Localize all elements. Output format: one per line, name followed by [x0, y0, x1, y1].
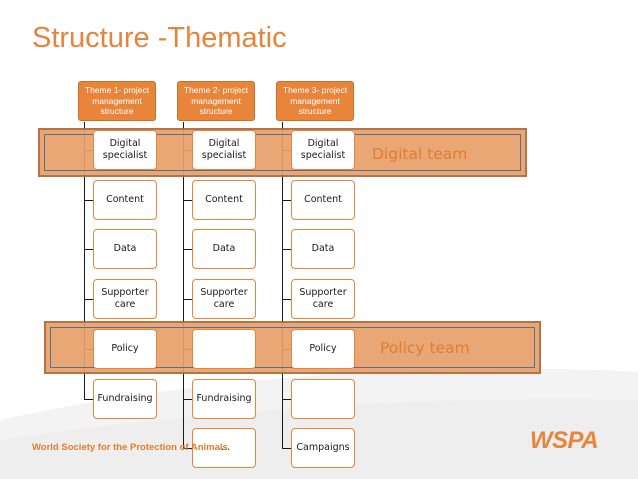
connector-line [282, 399, 291, 400]
theme-1-header: Theme 1- project management structure [78, 81, 156, 121]
theme-3-supporter-care-box: Supporter care [291, 279, 355, 319]
theme-3-data-box: Data [291, 229, 355, 269]
connector-line [183, 122, 184, 449]
connector-line [84, 299, 93, 300]
slide-title: Structure -Thematic [32, 22, 287, 54]
theme-2-digital-specialist-box: Digital specialist [192, 130, 256, 170]
policy-team-label: Policy team [380, 339, 470, 357]
theme-2-fundraising-box: Fundraising [192, 379, 256, 419]
connector-line [183, 200, 192, 201]
connector-line [84, 122, 85, 400]
theme-3-content-box: Content [291, 180, 355, 220]
theme-1-data-box: Data [93, 229, 157, 269]
theme-1-policy-box: Policy [93, 329, 157, 369]
theme-3-campaigns-box: Campaigns [291, 428, 355, 468]
connector-line [282, 122, 283, 449]
connector-line [282, 299, 291, 300]
theme-2-data-box: Data [192, 229, 256, 269]
theme-2-more-box: .... [192, 428, 256, 468]
digital-team-label: Digital team [372, 145, 468, 163]
connector-line [183, 399, 192, 400]
connector-line [84, 399, 93, 400]
theme-1-digital-specialist-box: Digital specialist [93, 130, 157, 170]
theme-3-policy-box: Policy [291, 329, 355, 369]
theme-2-content-box: Content [192, 180, 256, 220]
theme-2-empty-box [192, 329, 256, 369]
connector-line [84, 249, 93, 250]
connector-line [183, 249, 192, 250]
theme-1-content-box: Content [93, 180, 157, 220]
theme-2-header: Theme 2- project management structure [177, 81, 255, 121]
connector-line [282, 448, 291, 449]
theme-2-supporter-care-box: Supporter care [192, 279, 256, 319]
theme-1-fundraising-box: Fundraising [93, 379, 157, 419]
digital-team-band-outline [44, 134, 521, 171]
connector-line [282, 249, 291, 250]
theme-3-empty-box [291, 379, 355, 419]
connector-line [282, 200, 291, 201]
theme-1-supporter-care-box: Supporter care [93, 279, 157, 319]
connector-line [84, 200, 93, 201]
connector-line [183, 299, 192, 300]
theme-3-header: Theme 3- project management structure [276, 81, 354, 121]
organization-name: World Society for the Protection of Anim… [32, 442, 228, 453]
connector-line [183, 448, 192, 449]
wspa-logo: WSPA [530, 427, 599, 452]
theme-3-digital-specialist-box: Digital specialist [291, 130, 355, 170]
svg-text:WSPA: WSPA [530, 427, 598, 452]
